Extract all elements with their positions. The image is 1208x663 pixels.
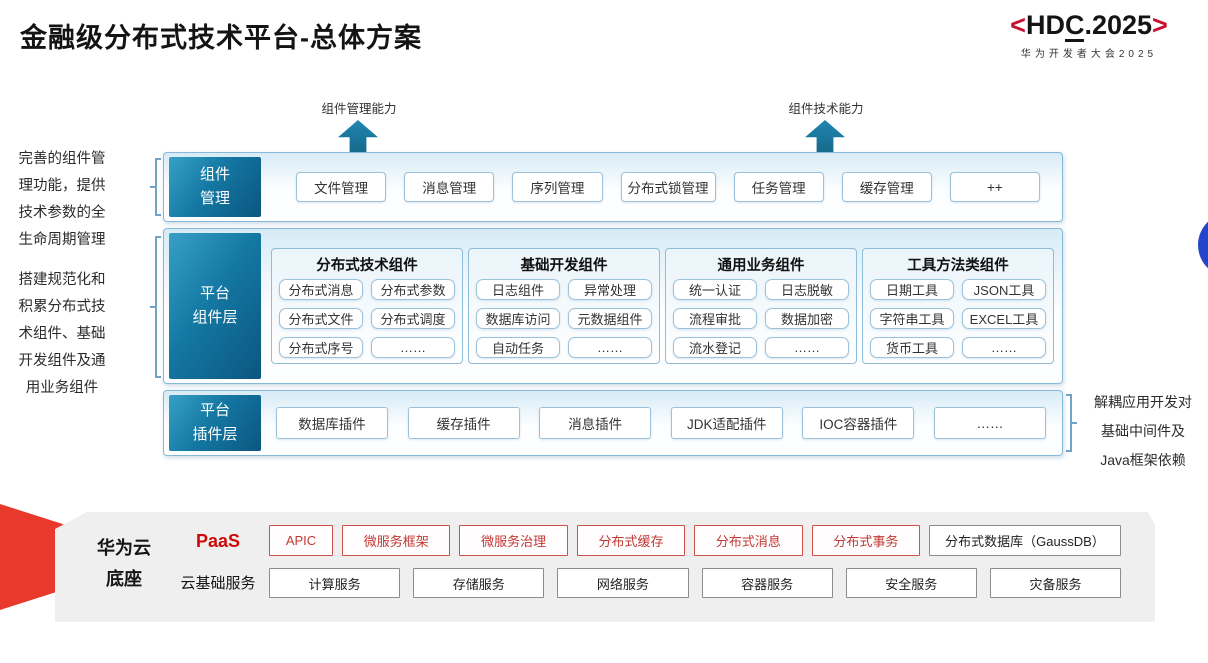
paas-item: 分布式缓存 xyxy=(576,525,686,556)
component-item: 分布式文件 xyxy=(279,308,363,329)
group-distributed-tech: 分布式技术组件 分布式消息分布式参数分布式文件分布式调度分布式序号 …… xyxy=(271,248,463,364)
up-arrow-icon xyxy=(805,120,845,156)
layer-component-management: 组件 管理 文件管理消息管理序列管理分布式锁管理任务管理缓存管理 ++ xyxy=(163,152,1063,222)
component-item: 数据库访问 xyxy=(476,308,560,329)
group-items: 统一认证日志脱敏流程审批数据加密流水登记 …… xyxy=(673,279,849,358)
management-item: 任务管理 xyxy=(733,172,824,202)
iaas-item: 安全服务 xyxy=(845,568,977,598)
component-item: 分布式序号 xyxy=(279,337,363,358)
blue-circle-decoration xyxy=(1198,213,1208,277)
note-component-management: 完善的组件管 理功能，提供 技术参数的全 生命周期管理 xyxy=(18,151,106,248)
hdc-logo-text: <HDC.2025> xyxy=(984,10,1194,43)
management-item: ++ xyxy=(949,172,1041,202)
note-platform-components: 搭建规范化和 积累分布式技 术组件、基础 开发组件及通 用业务组件 xyxy=(18,272,106,396)
component-item: 流水登记 xyxy=(673,337,757,358)
paas-items: APIC 微服务框架微服务治理分布式缓存分布式消息分布式事务 xyxy=(269,525,921,556)
paas-item: 分布式事务 xyxy=(811,525,921,556)
group-items: 日期工具 JSON工具字符串工具 EXCEL工具货币工具 …… xyxy=(870,279,1046,358)
logo-hd: HD xyxy=(1025,10,1065,40)
component-item: 元数据组件 xyxy=(568,308,652,329)
group-items: 分布式消息分布式参数分布式文件分布式调度分布式序号 …… xyxy=(279,279,455,358)
component-item: …… xyxy=(568,337,652,358)
iaas-item: 计算服务 xyxy=(269,568,401,598)
iaas-label: 云基础服务 xyxy=(180,575,256,592)
component-item: 分布式调度 xyxy=(371,308,455,329)
layer-label-platform-plugins: 平台 插件层 xyxy=(169,395,261,451)
plugin-items: 数据库插件缓存插件消息插件 JDK适配插件 IOC容器插件 …… xyxy=(276,391,1046,455)
left-bracket xyxy=(150,236,161,378)
component-item: 货币工具 xyxy=(870,337,954,358)
paas-item: APIC xyxy=(269,525,333,556)
plugin-item: 缓存插件 xyxy=(407,407,520,439)
component-item: 流程审批 xyxy=(673,308,757,329)
logo-angle-right: > xyxy=(1152,10,1168,40)
component-item: 自动任务 xyxy=(476,337,560,358)
component-item: 日志组件 xyxy=(476,279,560,300)
layer-label-platform-components: 平台 组件层 xyxy=(169,233,261,379)
up-arrow-icon xyxy=(338,120,378,156)
group-title: 基础开发组件 xyxy=(520,258,608,274)
iaas-item: 容器服务 xyxy=(701,568,833,598)
group-tool-methods: 工具方法类组件 日期工具 JSON工具字符串工具 EXCEL工具货币工具 …… xyxy=(862,248,1054,364)
management-item: 消息管理 xyxy=(404,172,495,202)
page-title: 金融级分布式技术平台-总体方案 xyxy=(20,23,422,53)
paas-item: 分布式消息 xyxy=(694,525,803,556)
layer-label-component-management: 组件 管理 xyxy=(169,157,261,217)
component-item: 异常处理 xyxy=(568,279,652,300)
group-title: 通用业务组件 xyxy=(717,258,805,274)
component-item: 日期工具 xyxy=(870,279,954,300)
component-item: EXCEL工具 xyxy=(962,308,1046,329)
plugin-item: IOC容器插件 xyxy=(802,407,915,439)
logo-angle-left: < xyxy=(1010,10,1026,40)
group-title: 工具方法类组件 xyxy=(907,258,1009,274)
component-item: 分布式参数 xyxy=(371,279,455,300)
component-item: JSON工具 xyxy=(962,279,1046,300)
management-item: 文件管理 xyxy=(296,172,387,202)
component-item: 统一认证 xyxy=(673,279,757,300)
capability-label-management: 组件管理能力 xyxy=(321,102,397,116)
capability-label-technology: 组件技术能力 xyxy=(788,102,864,116)
logo-year: .2025 xyxy=(1084,10,1153,40)
component-item: 日志脱敏 xyxy=(765,279,849,300)
component-item: 数据加密 xyxy=(765,308,849,329)
component-item: …… xyxy=(962,337,1046,358)
management-item: 缓存管理 xyxy=(841,172,932,202)
paas-item-gaussdb: 分布式数据库（GaussDB） xyxy=(929,525,1121,556)
hdc-logo-subtitle: 华为开发者大会2025 xyxy=(1020,49,1158,61)
component-item: 分布式消息 xyxy=(279,279,363,300)
right-bracket xyxy=(1066,394,1077,452)
plugin-item: …… xyxy=(933,407,1046,439)
paas-label: PaaS xyxy=(195,531,241,551)
iaas-item: 存储服务 xyxy=(413,568,545,598)
group-items: 日志组件异常处理数据库访问元数据组件自动任务 …… xyxy=(476,279,652,358)
paas-row: APIC 微服务框架微服务治理分布式缓存分布式消息分布式事务 分布式数据库（Gau… xyxy=(269,525,1121,556)
paas-item: 微服务框架 xyxy=(342,525,451,556)
hdc-logo: <HDC.2025> 华为开发者大会2025 xyxy=(984,10,1194,60)
plugin-item: JDK适配插件 xyxy=(670,407,783,439)
left-bracket xyxy=(150,158,161,216)
layer-platform-plugins: 平台 插件层 数据库插件缓存插件消息插件 JDK适配插件 IOC容器插件 …… xyxy=(163,390,1063,456)
group-common-business: 通用业务组件 统一认证日志脱敏流程审批数据加密流水登记 …… xyxy=(665,248,857,364)
note-decoupling: 解耦应用开发对 基础中间件及 Java框架依赖 xyxy=(1094,394,1192,468)
component-item: …… xyxy=(371,337,455,358)
layer-platform-components: 平台 组件层 分布式技术组件 分布式消息分布式参数分布式文件分布式调度分布式序号… xyxy=(163,228,1063,384)
plugin-item: 数据库插件 xyxy=(276,407,388,439)
platform-component-groups: 分布式技术组件 分布式消息分布式参数分布式文件分布式调度分布式序号 …… 基础开发… xyxy=(271,235,1054,377)
foundation-label: 华为云 底座 xyxy=(97,538,151,589)
logo-c-underlined: C xyxy=(1064,11,1085,43)
component-item: …… xyxy=(765,337,849,358)
management-item: 分布式锁管理 xyxy=(620,172,716,202)
group-title: 分布式技术组件 xyxy=(316,258,418,274)
group-basic-dev: 基础开发组件 日志组件异常处理数据库访问元数据组件自动任务 …… xyxy=(468,248,660,364)
plugin-item: 消息插件 xyxy=(539,407,652,439)
paas-item: 微服务治理 xyxy=(459,525,568,556)
component-management-items: 文件管理消息管理序列管理分布式锁管理任务管理缓存管理 ++ xyxy=(296,153,1041,221)
component-item: 字符串工具 xyxy=(870,308,954,329)
iaas-item: 灾备服务 xyxy=(989,568,1122,598)
iaas-items: 计算服务存储服务网络服务容器服务安全服务灾备服务 xyxy=(269,568,1122,598)
iaas-item: 网络服务 xyxy=(557,568,689,598)
management-item: 序列管理 xyxy=(512,172,603,202)
